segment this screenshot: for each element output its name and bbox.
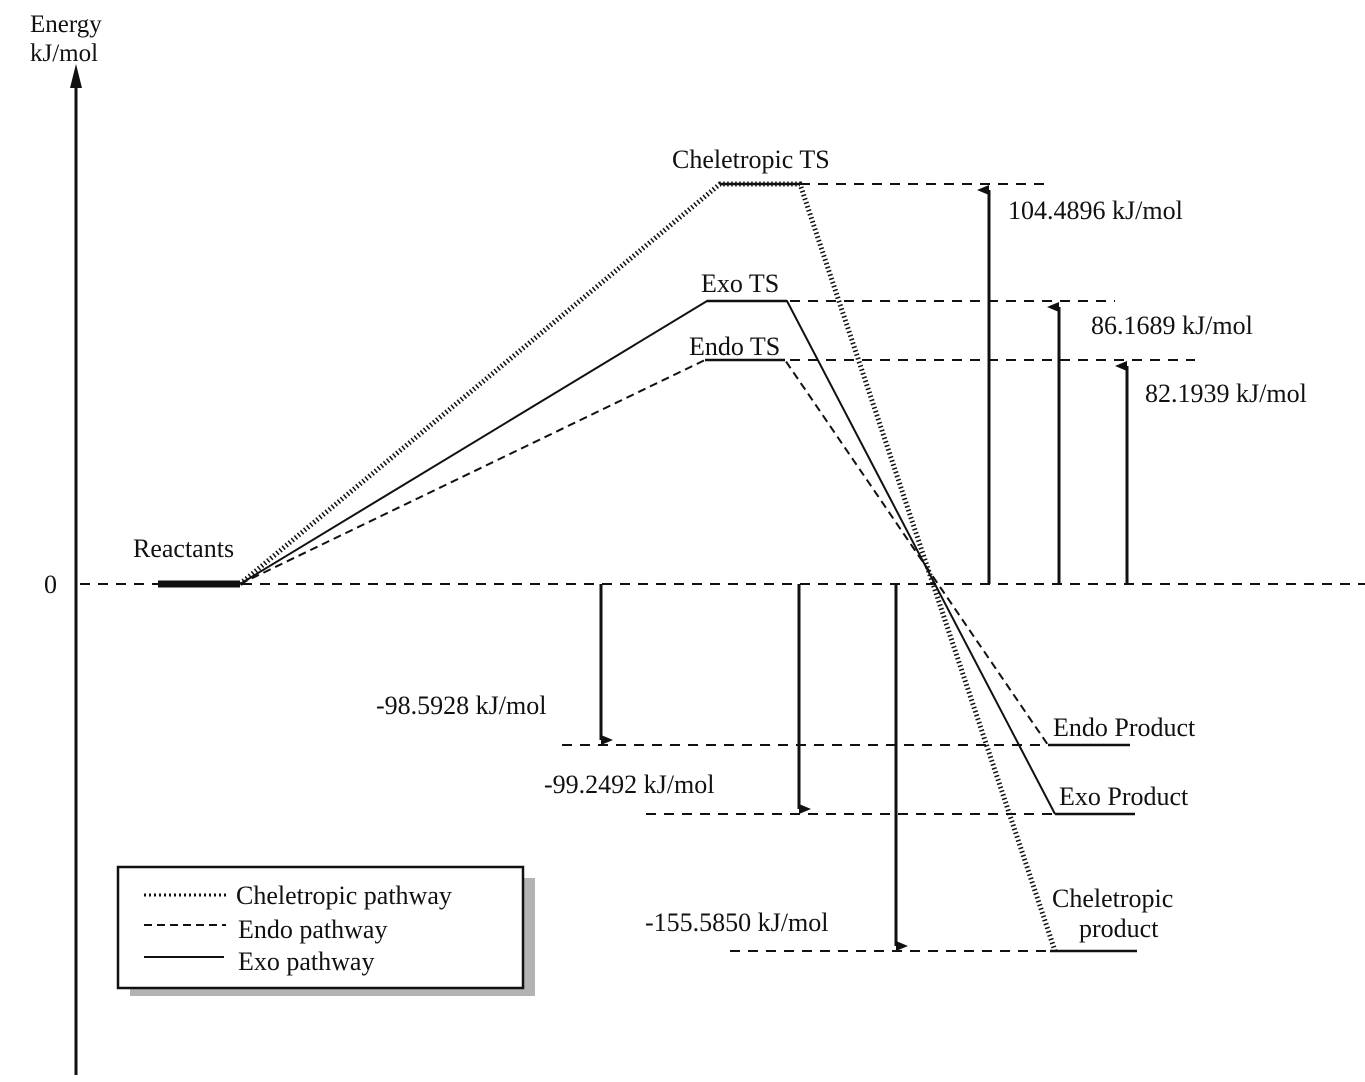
y-axis-label-line2: kJ/mol [30, 40, 98, 67]
cheletropic-pathway-line [238, 181, 1058, 952]
legend-label-cheletropic: Cheletropic pathway [236, 881, 452, 910]
energy-arrows [599, 185, 1129, 951]
label-endo-ts: Endo TS [689, 332, 780, 361]
y-axis-label-line1: Energy [30, 11, 102, 38]
label-chel-prod-line2: product [1079, 914, 1159, 943]
legend-label-exo: Exo pathway [238, 947, 374, 976]
label-endo-prod: Endo Product [1053, 713, 1196, 742]
energy-levels [158, 182, 1137, 953]
y-axis-arrow-icon [70, 64, 82, 88]
endo-pathway-line [239, 359, 1049, 746]
level-guides [562, 183, 1195, 952]
label-chel-ts: Cheletropic TS [672, 145, 830, 174]
label-reactants: Reactants [133, 534, 234, 563]
state-labels: Reactants Cheletropic TS Exo TS Endo TS … [133, 145, 1196, 943]
annotation-endo-prod: -98.5928 kJ/mol [376, 691, 546, 720]
annotation-chel-prod: -155.5850 kJ/mol [645, 908, 828, 937]
pathway-endo [239, 359, 1049, 746]
annotation-exo-prod: -99.2492 kJ/mol [544, 770, 714, 799]
legend: Cheletropic pathway Endo pathway Exo pat… [116, 865, 535, 996]
energy-annotations: 104.4896 kJ/mol 86.1689 kJ/mol 82.1939 k… [376, 196, 1307, 937]
annotation-exo-ts: 86.1689 kJ/mol [1091, 311, 1253, 340]
label-chel-prod-line1: Cheletropic [1052, 884, 1173, 913]
exo-pathway-line [239, 300, 1056, 815]
label-exo-prod: Exo Product [1059, 782, 1189, 811]
y-axis: Energy kJ/mol 0 [30, 11, 102, 1075]
annotation-endo-ts: 82.1939 kJ/mol [1145, 379, 1307, 408]
legend-label-endo: Endo pathway [238, 915, 387, 944]
legend-box [116, 865, 525, 990]
pathway-exo [239, 300, 1056, 815]
label-exo-ts: Exo TS [701, 269, 779, 298]
annotation-chel-ts: 104.4896 kJ/mol [1008, 196, 1183, 225]
pathway-cheletropic [238, 181, 1058, 952]
zero-tick-label: 0 [44, 570, 57, 599]
